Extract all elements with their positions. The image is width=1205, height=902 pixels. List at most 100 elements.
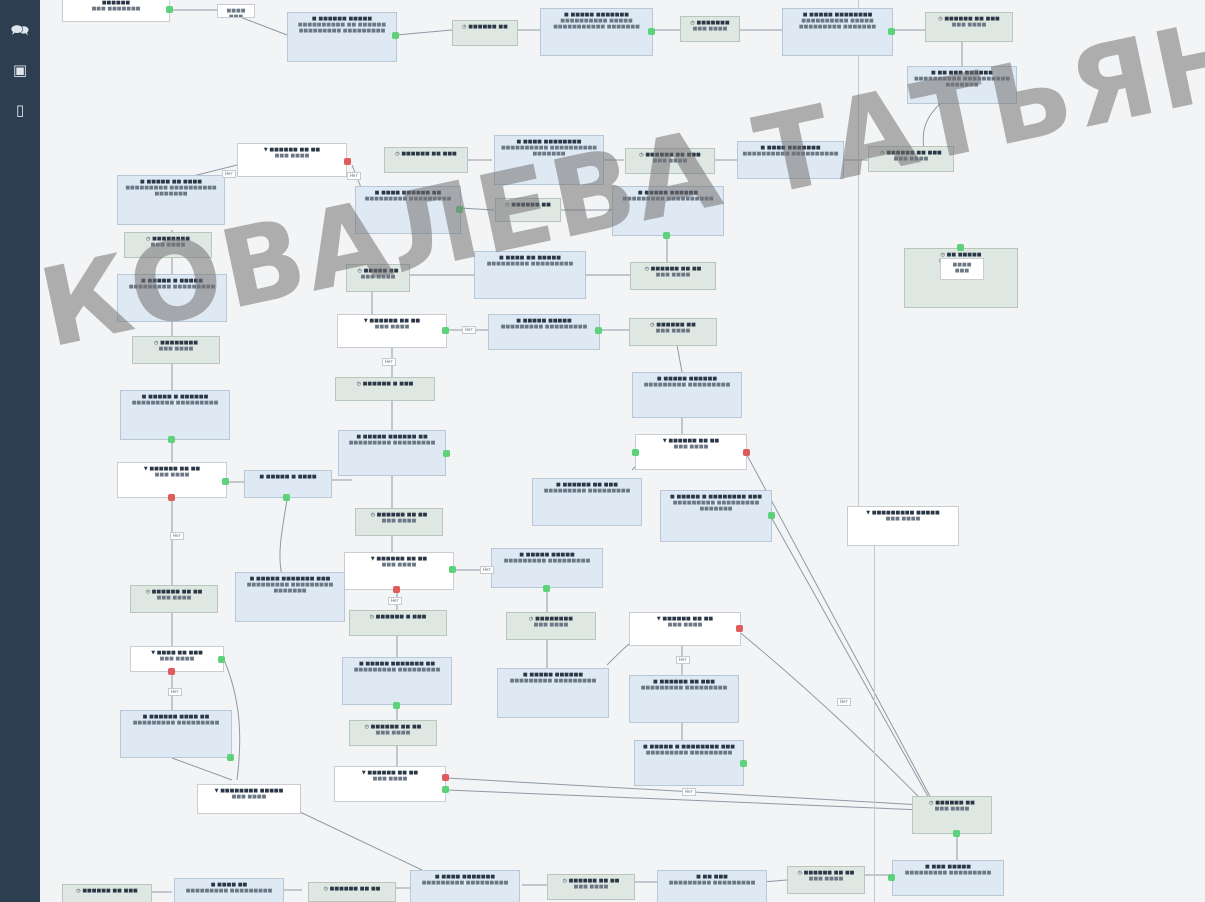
flow-node-action[interactable]: ■ ■■■■ ■■■■■■■■■■■ ■■■■■■■■■ — [174, 878, 284, 902]
flow-node-wait[interactable]: ◷ ■■■■■■ ■■ ■■■■■ ■■■■ — [355, 508, 443, 536]
flow-node-action[interactable]: ■ ■■■■■ ■■■■■■■■■■■■■■■■■■ ■■■■■ ■■■■■■■… — [782, 8, 893, 56]
connector-port-yes[interactable] — [283, 494, 290, 501]
flow-node-wait[interactable]: ◷ ■■■■■■ ■■ — [495, 198, 561, 222]
flow-node-action[interactable]: ■ ■■■■■ ■ ■■■■■■■■ ■■■■■■■■■■■■ ■■■■■■■■… — [634, 740, 744, 786]
flow-node-action[interactable]: ■ ■■ ■■■ ■■■■■■■■■■■■■■■■ ■■■■■■■■■■ ■■■… — [907, 66, 1017, 104]
connector-port-no[interactable] — [442, 774, 449, 781]
flow-node-wait[interactable]: ◷ ■■■■■■ ■■ ■■ — [308, 882, 396, 902]
flow-node-wait[interactable]: ◷ ■■■■■■ ■■ ■■■■■■ ■■■■ — [625, 148, 715, 174]
connector-port-yes[interactable] — [222, 478, 229, 485]
flow-node-condition[interactable]: ▼ ■■■■■■ ■■ ■■■■■ ■■■■ — [237, 143, 347, 177]
connector-port-yes[interactable] — [888, 28, 895, 35]
flow-diagram-canvas[interactable]: ■■■■■■■■■ ■■■■■■■ ■■■■ ■■■ ■ ■■■■■■ ■■■■… — [62, 0, 1205, 902]
flow-node-wait[interactable]: ◷ ■■■■■■ ■■ ■■■■■ ■■■■ — [787, 866, 865, 894]
flow-node-action[interactable]: ■ ■■■■■ ■■ ■■■■■■■■■■■■■ ■■■■■■■■■■ ■■■■… — [117, 175, 225, 225]
flow-node-action[interactable]: ■ ■■■■ ■■■■■■■■■■■■■■■■■■ ■■■■■■■■■■ ■■■… — [494, 135, 604, 185]
connector-port-no[interactable] — [736, 625, 743, 632]
connector-port-yes[interactable] — [888, 874, 895, 881]
chat-bubbles-icon[interactable]: 🗪 — [10, 21, 30, 39]
flow-node-action[interactable]: ■ ■■■■■ ■■■■■■■ ■■■■■■■■■■■ ■■■■■■■■■ — [342, 657, 452, 705]
connector-port-yes[interactable] — [166, 6, 173, 13]
flow-node-wait[interactable]: ◷ ■■■■■■ ■■ ■■■ — [62, 884, 152, 902]
connector-port-yes[interactable] — [595, 327, 602, 334]
flow-node-wait[interactable]: ◷ ■■■■■■■■■■■ ■■■■ — [124, 232, 212, 258]
connector-port-yes[interactable] — [740, 760, 747, 767]
flow-node-condition[interactable]: ▼ ■■■■■■ ■■ ■■■■■ ■■■■ — [344, 552, 454, 590]
flow-node-condition[interactable]: ■■■■ ■■■ — [217, 4, 255, 18]
connector-port-yes[interactable] — [648, 28, 655, 35]
flow-node-wait[interactable]: ◷ ■■■■■■ ■■■■■ ■■■■ — [912, 796, 992, 834]
flow-node-condition[interactable]: ■■■■■■■■■ ■■■■■■■ — [62, 0, 170, 22]
flow-node-action[interactable]: ■ ■■■■■■ ■■ ■■■■■■■■■■■■ ■■■■■■■■■ — [629, 675, 739, 723]
flow-node-condition[interactable]: ▼ ■■■■■■ ■■ ■■■■■ ■■■■ — [629, 612, 741, 646]
flow-node-wait[interactable]: ◷ ■■■■■■ ■■ ■■■■■■ ■■■■ — [868, 146, 954, 172]
flow-node-action[interactable]: ■ ■■■■ ■■ ■■■■■■■■■■■■■■ ■■■■■■■■■ — [474, 251, 586, 299]
flow-node-action[interactable]: ■ ■■■■■ ■■■■■■ ■■■■■■■■■■■ ■■■■■■■■■ — [338, 430, 446, 476]
flow-node-wait[interactable]: ◷ ■■■■■■ ■■■■■ ■■■■ — [629, 318, 717, 346]
flow-node-action[interactable]: ■ ■■■■■ ■■■■■■■■■■■■■■ ■■■■■■■■■ — [491, 548, 603, 588]
connector-port-yes[interactable] — [632, 449, 639, 456]
connector-port-yes[interactable] — [218, 656, 225, 663]
connector-port-yes[interactable] — [393, 702, 400, 709]
flow-node-wait[interactable]: ◷ ■■■■■■ ■ ■■■ — [349, 610, 447, 636]
connector-port-yes[interactable] — [442, 786, 449, 793]
flow-node-action[interactable]: ■ ■■■■■ ■■■■■■■■■■■■■■■ ■■■■■■■■■ — [497, 668, 609, 718]
image-window-icon[interactable]: ▣ — [12, 61, 28, 79]
flow-node-action[interactable]: ■ ■■■■■ ■■■■■■■ ■■■■■■■■■■■■ ■■■■■■■■■ ■… — [235, 572, 345, 622]
flow-node-action[interactable]: ■ ■■■■■■ ■■ ■■■■■■■■■■■■ ■■■■■■■■■ — [532, 478, 642, 526]
flow-node-action[interactable]: ■ ■■■ ■■■■■■■■■■■■■■ ■■■■■■■■■ — [892, 860, 1004, 896]
connector-port-yes[interactable] — [449, 566, 456, 573]
connector-port-no[interactable] — [344, 158, 351, 165]
flow-node-action[interactable]: ■ ■■■■■■ ■■■■ ■■■■■■■■■■■ ■■■■■■■■■ — [120, 710, 232, 758]
connector-port-no[interactable] — [168, 668, 175, 675]
phone-icon[interactable]: ▯ — [15, 101, 25, 119]
flow-node-wait[interactable]: ◷ ■■■■■■ ■■ ■■■■■ ■■■■ — [130, 585, 218, 613]
flow-node-action[interactable]: ■ ■■■■■ ■■■■■■■■■■■■■■■■■ ■■■■■ ■■■■■■■■… — [540, 8, 653, 56]
flow-node-action[interactable]: ■ ■■■■ ■■■■■■■■■■■■■■■■ ■■■■■■■■■ — [410, 870, 520, 902]
connector-port-yes[interactable] — [443, 450, 450, 457]
flow-node-action[interactable]: ■ ■■■■■ ■ ■■■■■■■■ ■■■■■■■■■■■■ ■■■■■■■■… — [660, 490, 772, 542]
connector-port-yes[interactable] — [957, 244, 964, 251]
flow-node-action[interactable]: ■ ■■■■■ ■■■■■■■■■■■■■■■ ■■■■■■■■■ — [632, 372, 742, 418]
connector-port-yes[interactable] — [227, 754, 234, 761]
flow-node-wait[interactable]: ◷ ■■■■■■ ■■ ■■■■■ ■■■■ — [547, 874, 635, 900]
flow-node-condition[interactable]: ▼ ■■■■■■■■■ ■■■■■■■■ ■■■■ — [847, 506, 959, 546]
connector-port-yes[interactable] — [768, 512, 775, 519]
flow-node-wait[interactable]: ◷ ■■■■■■ ■ ■■■ — [335, 377, 435, 401]
flow-node-wait[interactable]: ◷ ■■■■■ ■■■■■ ■■■■ — [346, 264, 410, 292]
flow-node-condition[interactable]: ▼ ■■■■■■ ■■ ■■■■■ ■■■■ — [334, 766, 446, 802]
flow-node-condition[interactable]: ▼ ■■■■■■ ■■ ■■■■■ ■■■■ — [635, 434, 747, 470]
connector-port-yes[interactable] — [543, 585, 550, 592]
flow-node-condition[interactable]: ▼ ■■■■■■ ■■ ■■■■■ ■■■■ — [337, 314, 447, 348]
flow-node-wait[interactable]: ◷ ■■■■■■■■■■■ ■■■■ — [132, 336, 220, 364]
flow-node-action[interactable]: ■ ■■■■■ ■ ■■■■■■■■■■■■■■■ ■■■■■■■■■ — [120, 390, 230, 440]
flow-node-action[interactable]: ■ ■■■■■■ ■■■■■■■■■■■■■■■ ■■ ■■■■■■ ■■■■■… — [287, 12, 397, 62]
connector-port-yes[interactable] — [663, 232, 670, 239]
flow-node-action[interactable]: ■ ■■■■ ■■■■■■■■■■■■■■■■■ ■■■■■■■■■■ — [737, 141, 844, 179]
flow-node-wait[interactable]: ◷ ■■■■■■ ■■ ■■■■■ ■■■■ — [630, 262, 716, 290]
flow-node-action[interactable]: ■ ■■■■■ ■ ■■■■ — [244, 470, 332, 498]
connector-port-yes[interactable] — [456, 206, 463, 213]
connector-port-yes[interactable] — [392, 32, 399, 39]
flow-node-wait[interactable]: ◷ ■■■■■■■■■■■ ■■■■ — [506, 612, 596, 640]
flow-node-action[interactable]: ■ ■■■■ ■■■■■■ ■■■■■■■■■■■ ■■■■■■■■■ — [355, 186, 461, 234]
connector-port-yes[interactable] — [442, 327, 449, 334]
flow-node-condition[interactable]: ▼ ■■■■■■■■ ■■■■■■■■ ■■■■ — [197, 784, 301, 814]
connector-port-yes[interactable] — [953, 830, 960, 837]
flow-node-action[interactable]: ■ ■■ ■■■■■■■■■■■■ ■■■■■■■■■ — [657, 870, 767, 902]
connector-port-yes[interactable] — [168, 436, 175, 443]
flow-node-action[interactable]: ■ ■■■■■ ■ ■■■■■■■■■■■■■■ ■■■■■■■■■ — [117, 274, 227, 322]
connector-port-no[interactable] — [168, 494, 175, 501]
flow-node-wait[interactable]: ◷ ■■■■■■■■■■ ■■■■ — [680, 16, 740, 42]
flow-node-condition[interactable]: ▼ ■■■■ ■■ ■■■■■■ ■■■■ — [130, 646, 224, 672]
flow-node-wait[interactable]: ◷ ■■■■■■ ■■ ■■■■■ ■■■■ — [349, 720, 437, 746]
flow-node-wait[interactable]: ◷ ■■■■■■ ■■ ■■■■■■ ■■■■ — [925, 12, 1013, 42]
connector-port-no[interactable] — [743, 449, 750, 456]
flow-node-action[interactable]: ■ ■■■■■ ■■■■■■■■■■■■■■■ ■■■■■■■■■■ — [612, 186, 724, 236]
flow-node-condition[interactable]: ■■■■ ■■■ — [940, 258, 984, 280]
flow-node-wait[interactable]: ◷ ■■■■■■ ■■ ■■■ — [384, 147, 468, 173]
connector-port-no[interactable] — [393, 586, 400, 593]
flow-node-action[interactable]: ■ ■■■■■ ■■■■■■■■■■■■■■ ■■■■■■■■■ — [488, 314, 600, 350]
flow-node-condition[interactable]: ▼ ■■■■■■ ■■ ■■■■■ ■■■■ — [117, 462, 227, 498]
flow-node-wait[interactable]: ◷ ■■■■■■ ■■ — [452, 20, 518, 46]
